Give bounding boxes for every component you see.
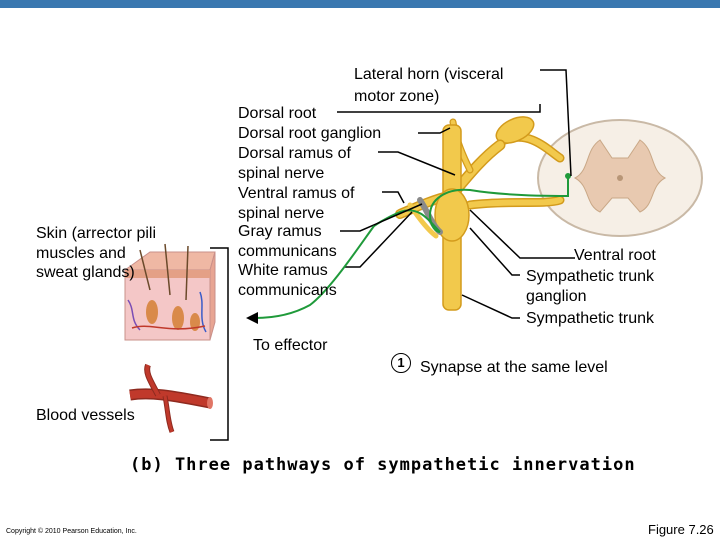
synapse-number-badge: 1 — [391, 353, 411, 373]
gray-ramus-label: Gray ramus communicans — [238, 223, 337, 260]
white-ramus-label: White ramus communicans — [238, 262, 337, 299]
ventral-ramus-label: Ventral ramus of spinal nerve — [238, 185, 355, 222]
top-accent-bar — [0, 0, 720, 8]
blood-vessels-label: Blood vessels — [36, 407, 135, 424]
sympathetic-ganglion-label: Sympathetic trunk ganglion — [526, 268, 655, 305]
to-effector-arrow — [246, 225, 375, 324]
effector-bracket — [210, 247, 229, 441]
figure-number: Figure 7.26 — [648, 522, 714, 537]
lateral-horn-label: Lateral horn (visceral motor zone) — [354, 66, 504, 105]
ventral-root-label: Ventral root — [574, 247, 656, 264]
sympathetic-trunk-label: Sympathetic trunk — [526, 310, 655, 327]
skin-label: Skin (arrector pili muscles and sweat gl… — [36, 225, 157, 281]
spinal-cord-cross-section — [537, 119, 703, 237]
synapse-label: Synapse at the same level — [420, 359, 608, 376]
dorsal-ramus-label: Dorsal ramus of spinal nerve — [238, 145, 351, 182]
to-effector-label: To effector — [253, 337, 328, 354]
figure-caption: (b) Three pathways of sympathetic innerv… — [130, 455, 636, 475]
blood-vessel-illustration — [129, 363, 213, 433]
dorsal-root-ganglion-label: Dorsal root ganglion — [238, 125, 382, 142]
dorsal-root-ganglion — [495, 116, 535, 144]
dorsal-root-label: Dorsal root — [238, 105, 317, 122]
leader-lines — [337, 69, 575, 319]
copyright-notice: Copyright © 2010 Pearson Education, Inc. — [6, 528, 137, 535]
sympathetic-trunk-ganglion — [434, 188, 470, 242]
skin-illustration — [123, 243, 216, 341]
